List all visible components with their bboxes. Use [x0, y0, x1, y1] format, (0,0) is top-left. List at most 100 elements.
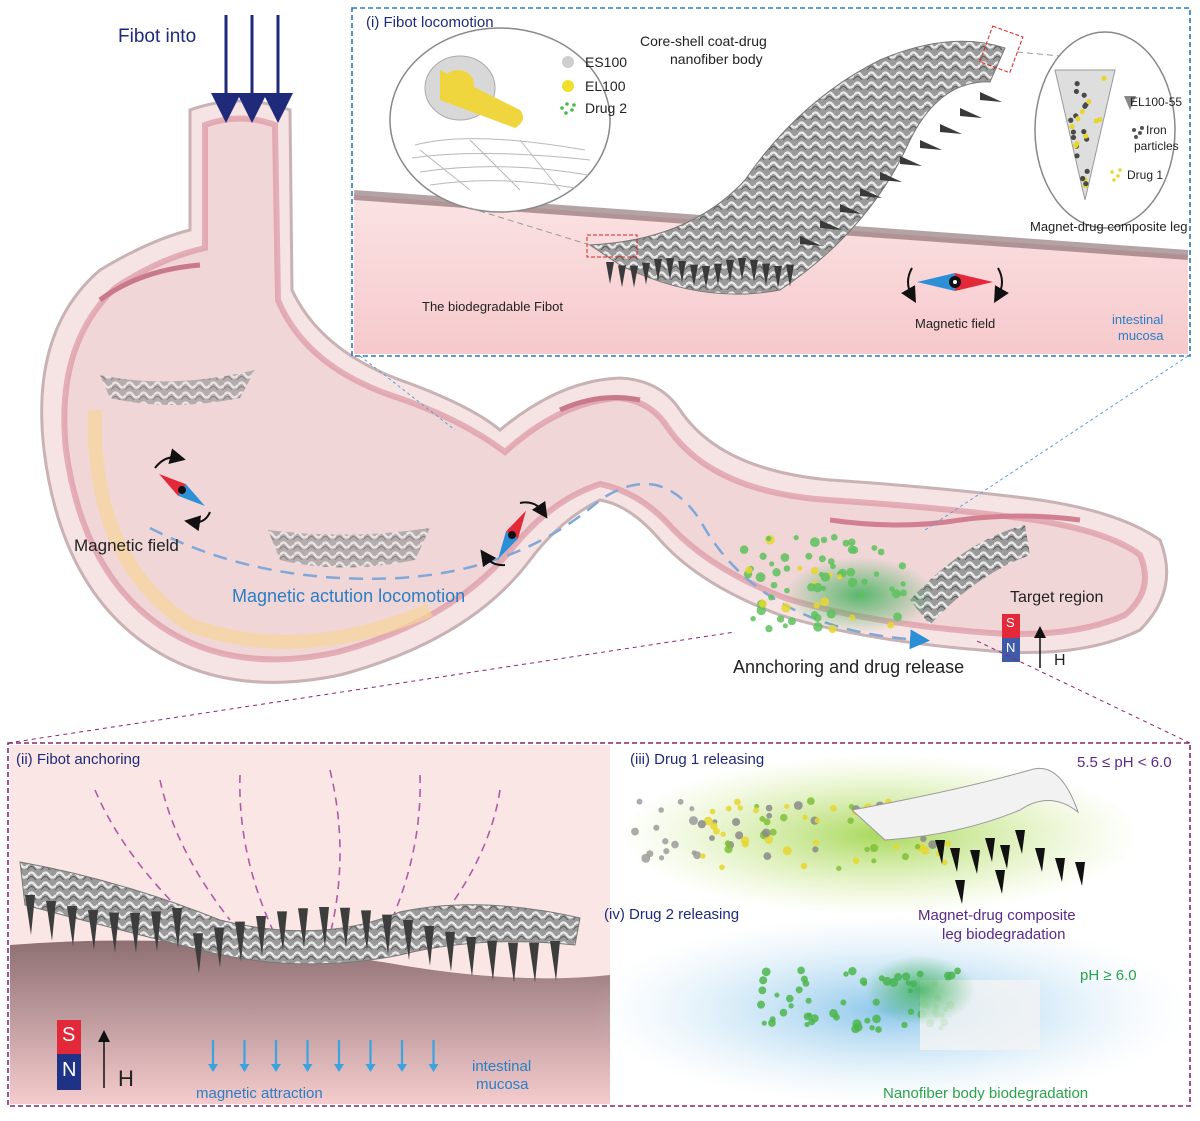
degrading-leg: [955, 880, 965, 904]
biodegradable-label: The biodegradable Fibot: [422, 299, 563, 314]
fibot-leg: [319, 907, 329, 948]
attraction-arrowhead: [239, 1064, 250, 1072]
fibot-leg: [820, 220, 842, 230]
fibot-leg: [508, 942, 518, 983]
attraction-arrowhead: [208, 1064, 218, 1072]
drug-dot: [830, 563, 836, 570]
drug-dot: [769, 561, 775, 567]
fibot-leg: [762, 263, 770, 286]
field-line: [239, 774, 276, 936]
drug1-particle: [710, 822, 718, 830]
leg-particle: [1070, 129, 1077, 135]
leg-biodegradation-label: Magnet-drug composite: [918, 907, 1076, 924]
drug-dot: [758, 599, 767, 608]
panel-i-title: (i) Fibot locomotion: [366, 14, 494, 31]
fibot-leg: [654, 258, 662, 281]
drug2-particle: [761, 967, 771, 977]
drug1-particle: [870, 843, 879, 853]
drug-dot: [820, 536, 828, 544]
panel-i-frame: [351, 7, 1191, 357]
leg-particle: [1083, 133, 1089, 139]
drug1-particle: [753, 807, 760, 814]
drug1-particle: [689, 806, 695, 812]
degrading-leg: [935, 840, 945, 864]
drug1-particle: [782, 846, 792, 856]
drug1-particle: [646, 850, 654, 858]
drug-dot: [858, 592, 866, 599]
fibot-leg: [630, 265, 638, 288]
stomach-yellow-layer: [87, 409, 433, 649]
drug1-particle: [719, 864, 725, 871]
drug-dot: [813, 613, 822, 622]
fibot-leg: [151, 911, 161, 952]
drug-dots-intestine: [739, 533, 907, 634]
drug-dot: [849, 614, 856, 621]
leg-particle: [1074, 81, 1080, 87]
fibot-leg: [235, 921, 245, 962]
fibot-leg: [67, 906, 77, 947]
fibot-leg: [726, 259, 734, 282]
drug2-particle: [769, 1016, 776, 1023]
drug2-particle: [800, 975, 808, 983]
drug-dot: [873, 571, 880, 577]
leg-particle: [1069, 123, 1075, 130]
degrading-leg: [985, 838, 995, 862]
drug-dot: [809, 537, 820, 548]
leg-particle: [1075, 116, 1081, 122]
es100-legend-dot: [562, 56, 574, 68]
fibot-leg: [940, 124, 962, 134]
fibot-in-stomach-1: [100, 370, 255, 405]
attraction-arrowhead: [365, 1064, 376, 1072]
drug-dot: [871, 545, 878, 551]
fibot-leg: [678, 260, 686, 283]
drug1-particle: [765, 804, 773, 812]
fibot-leg: [606, 262, 614, 284]
drug1-particle: [691, 850, 697, 856]
drug2-particle: [756, 1000, 766, 1009]
drug-dot: [826, 609, 836, 619]
drug-dot: [784, 587, 790, 594]
drug1-particle: [784, 803, 790, 810]
drug2-particle: [829, 1008, 838, 1018]
fibot-leg: [900, 156, 922, 166]
drug2-particle: [869, 1025, 875, 1031]
fibot-leg: [860, 188, 882, 198]
drug-dot: [828, 624, 837, 634]
drug-dot: [810, 566, 819, 575]
drug-dot: [820, 572, 831, 582]
fibot-leg: [786, 264, 794, 287]
attraction-arrowhead: [271, 1064, 281, 1072]
drug2-particle: [759, 976, 768, 985]
drug-dot: [772, 568, 781, 577]
degrading-leg: [1000, 845, 1010, 869]
drug1-particle: [893, 843, 900, 850]
fibot-leg: [340, 907, 350, 948]
fibot-into-label: Fibot into: [118, 26, 197, 47]
degrading-leg: [950, 848, 960, 872]
drug-dot: [768, 594, 775, 601]
drug-dot: [813, 601, 821, 609]
zoom-box-leg: [979, 25, 1024, 74]
drug1-particle: [740, 836, 750, 845]
leg-biodegradation-label-2: leg biodegradation: [942, 926, 1066, 943]
leg-particles: [1068, 75, 1107, 189]
drug2-particle: [779, 1008, 788, 1017]
drug1-particle: [697, 820, 706, 829]
leg-particle: [1083, 181, 1089, 187]
panel-i-mucosa-label: mucosa: [1118, 328, 1164, 343]
drug2-particle: [872, 1014, 881, 1024]
compass-stomach: [159, 473, 205, 507]
field-line: [159, 779, 231, 921]
drug1-particle: [814, 817, 821, 824]
drug1-particle: [724, 845, 733, 854]
drug2-legend-icon: [560, 102, 576, 115]
drug-dot: [818, 555, 826, 563]
fibot-leg: [256, 915, 266, 956]
fibot-leg: [466, 936, 476, 977]
zoom-line-leg: [1016, 51, 1061, 57]
fibot-legs-panel-i: [606, 92, 1002, 288]
panel-iii-ph: 5.5 ≤ pH < 6.0: [1077, 754, 1172, 771]
fibot-leg: [774, 265, 782, 288]
drug2-particle: [810, 1014, 819, 1023]
degrading-leg: [1055, 858, 1065, 882]
